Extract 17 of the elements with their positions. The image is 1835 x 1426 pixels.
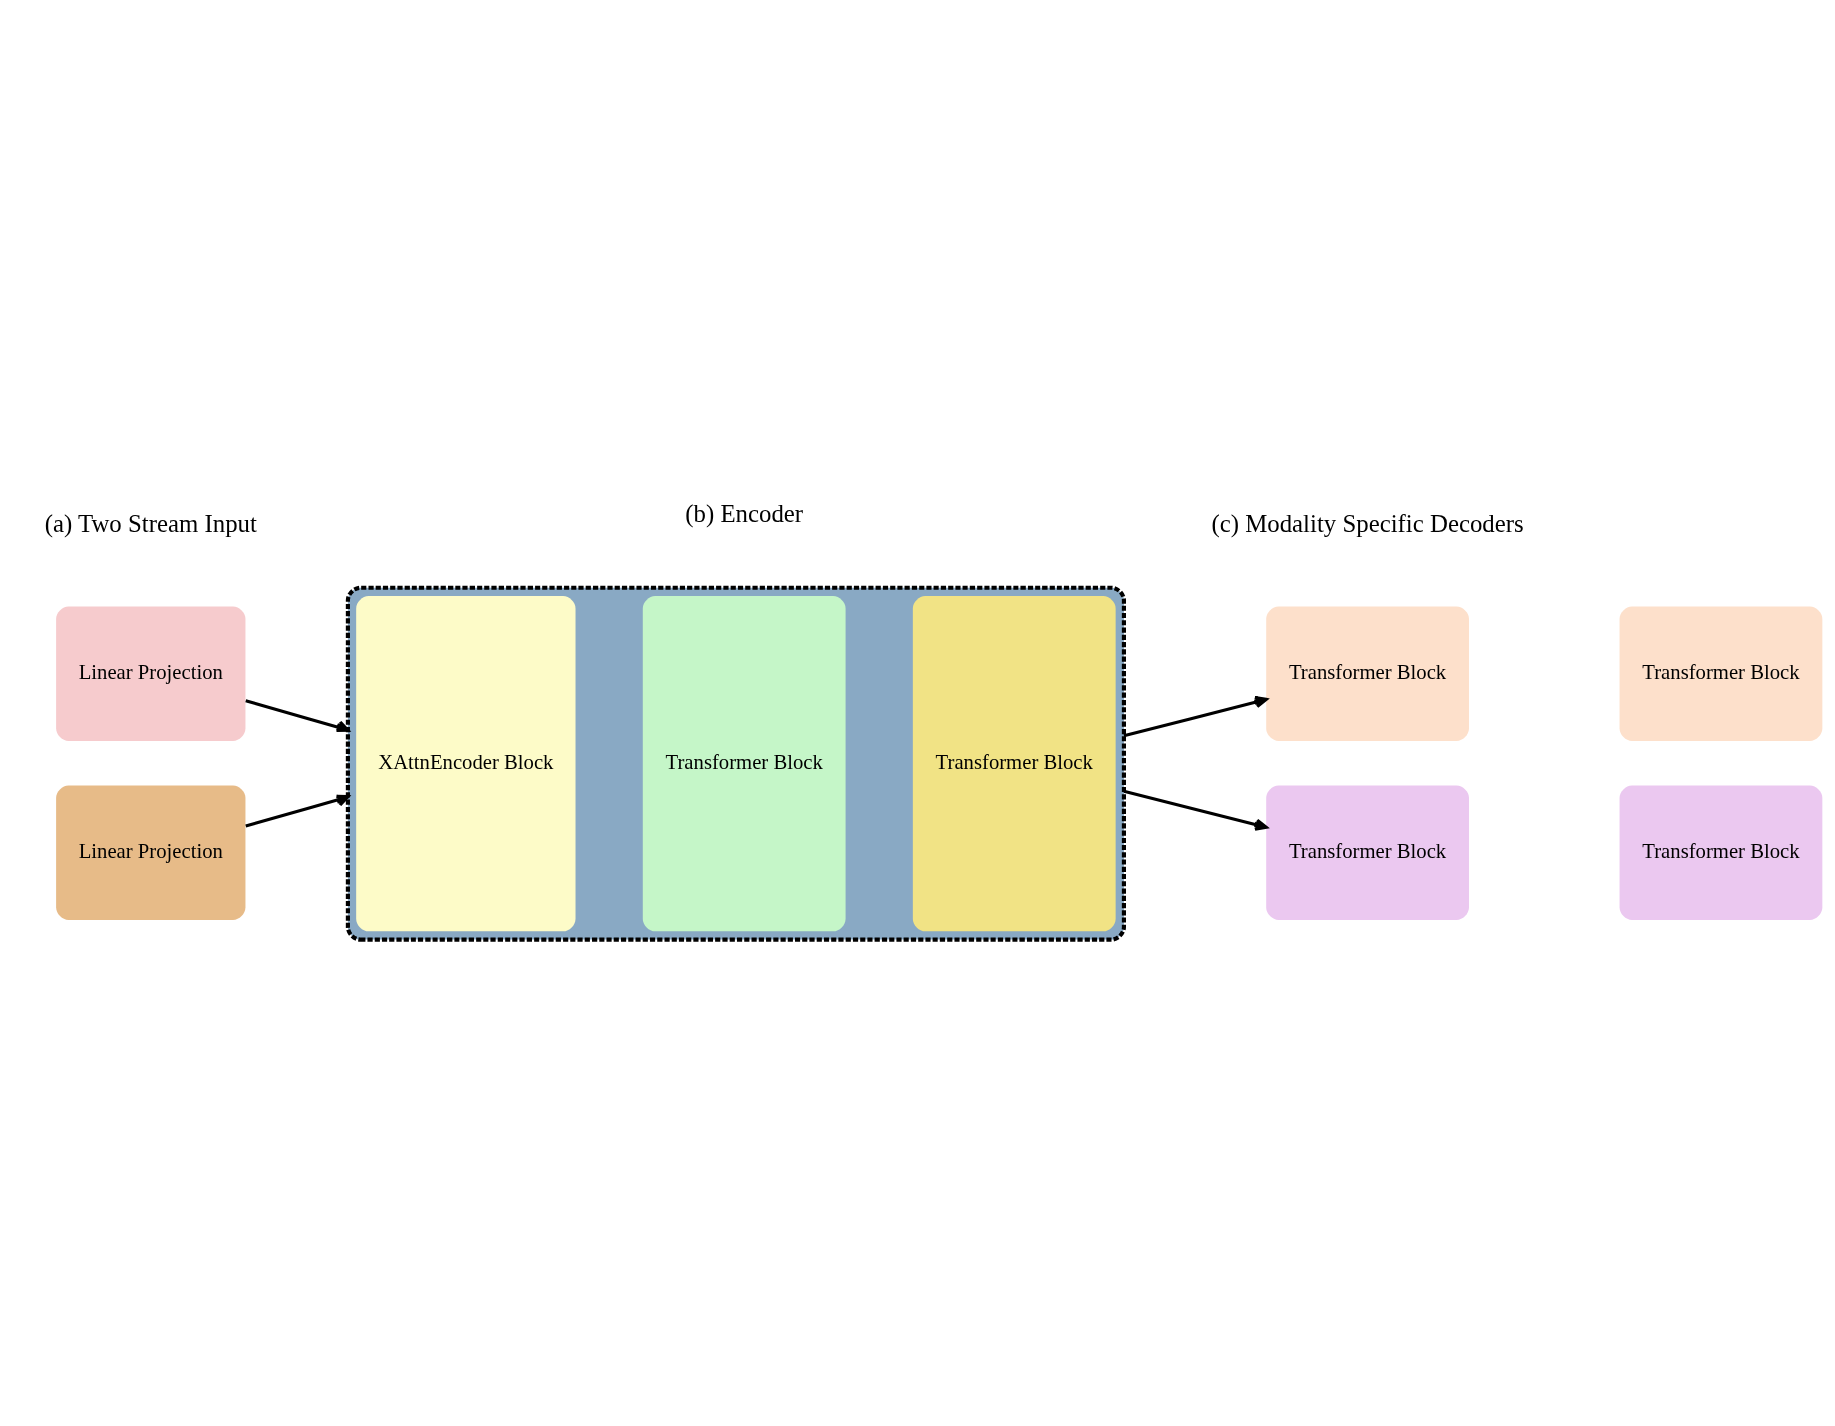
label: (b) Encoder [685, 499, 804, 527]
node-box: XAttnEncoder Block [356, 595, 576, 931]
label: (a) Two Stream Input [44, 509, 257, 537]
node-box: Transformer Block [1266, 605, 1469, 741]
arrow [1123, 789, 1268, 831]
arrow [245, 698, 350, 732]
cluster [345, 585, 1126, 942]
node-box: Transformer Block [642, 595, 846, 931]
node-box: Transformer Block [1619, 605, 1823, 741]
node-box: Transformer Block [1619, 784, 1823, 920]
arrow [1123, 695, 1268, 737]
label: (c) Modality Specific Decoders [1211, 509, 1524, 537]
node-box: Linear Projection [56, 784, 246, 920]
node-box: Linear Projection [56, 605, 246, 741]
node-box: Transformer Block [1266, 784, 1469, 920]
node-box: Transformer Block [912, 595, 1116, 931]
arrow [245, 794, 350, 827]
